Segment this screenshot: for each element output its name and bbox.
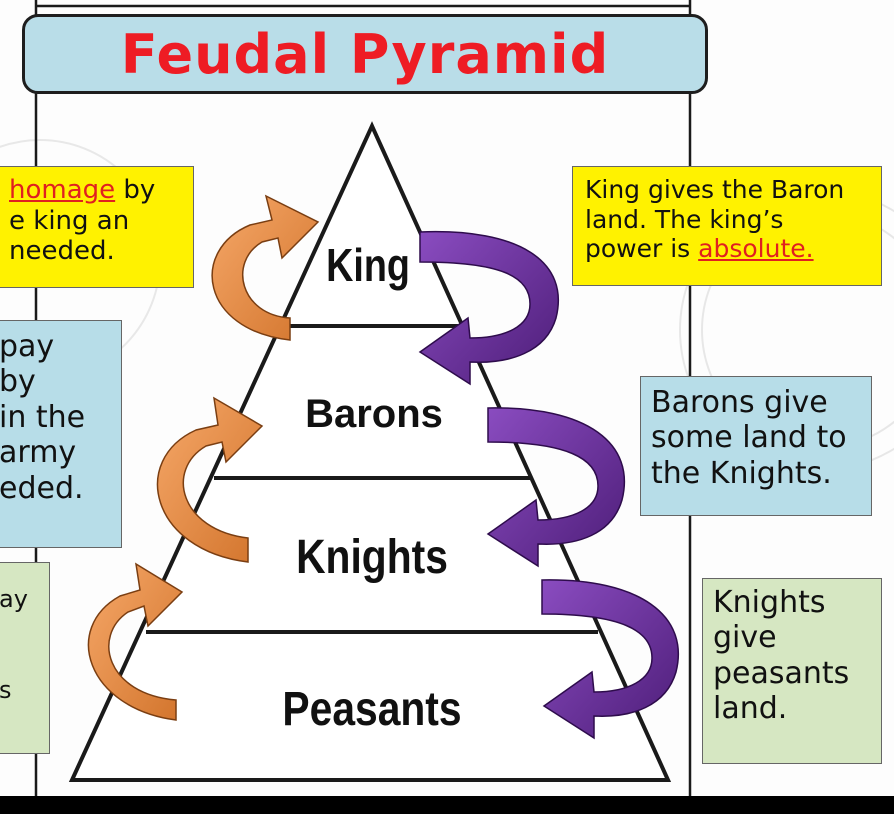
keyword-absolute: absolute. [698,234,814,263]
bottom-black-bar [0,796,894,814]
right-note-barons: Barons give some land to the Knights. [640,376,872,516]
purple-arrow-top [418,230,559,386]
pyramid [68,121,672,782]
orange-arrow-middle [156,396,264,563]
orange-arrow-bottom [87,562,184,721]
page-title: Feudal Pyramid [120,22,610,86]
orange-arrow-top [211,194,320,341]
keyword-homage: homage [9,175,116,205]
purple-arrow-middle [486,407,626,568]
title-banner: Feudal Pyramid [22,14,708,94]
left-note-homage: homage by e king an needed. [0,166,194,288]
pyramid-outline [68,121,672,782]
right-note-knights: Knights give peasants land. [702,578,882,764]
left-note-peasants: ay s [0,562,50,754]
level-knights: Knights [296,531,448,584]
level-barons: Barons [305,392,443,436]
left-note-army: pay by in the army eded. [0,320,122,548]
level-peasants: Peasants [282,683,462,736]
purple-arrow-bottom [541,579,679,740]
right-note-king: King gives the Baron land. The king’s po… [572,166,882,286]
level-king: King [326,239,410,291]
